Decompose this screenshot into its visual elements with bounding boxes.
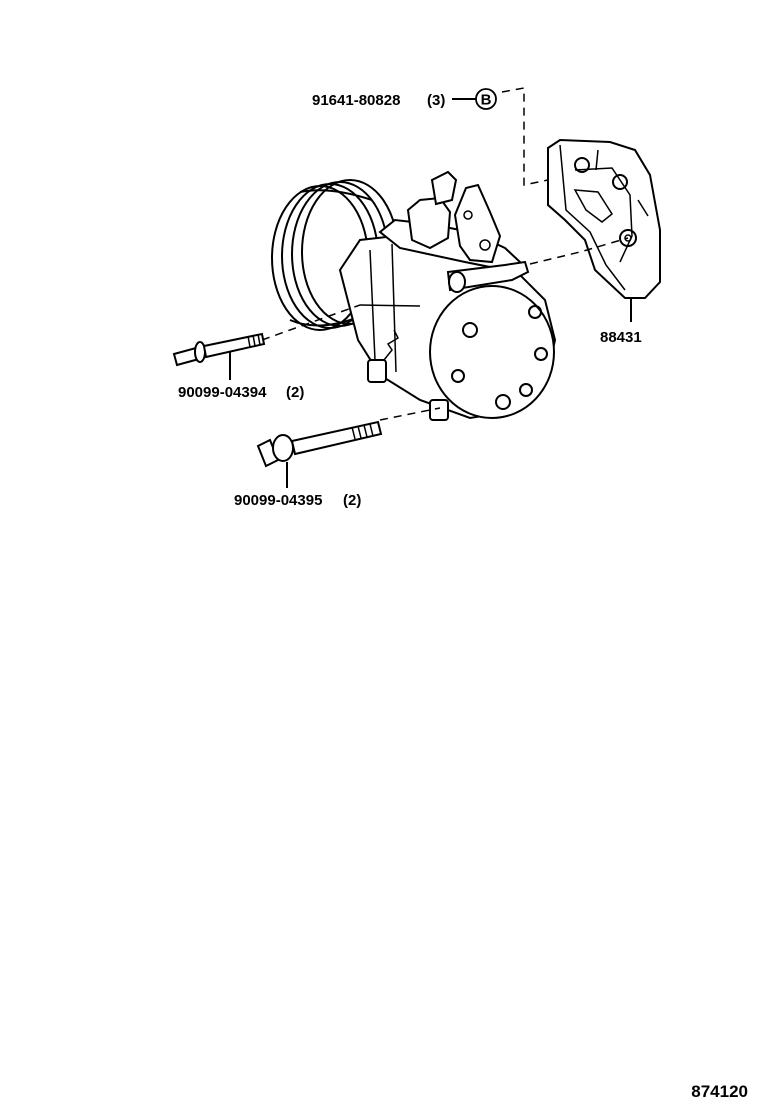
callout-bolt-short-qty: (2) xyxy=(286,384,304,401)
svg-text:B: B xyxy=(481,92,492,109)
callout-bolt-long-qty: (2) xyxy=(343,492,361,509)
diagram-number: 874120 xyxy=(691,1082,748,1101)
callout-bolt-short-part-no: 90099-04394 xyxy=(178,384,267,401)
callout-bracket-part-no: 88431 xyxy=(600,329,642,346)
bolt-long[interactable] xyxy=(256,420,383,468)
assembly-guide-lines xyxy=(261,87,629,421)
ac-compressor[interactable] xyxy=(271,170,557,421)
callout-bolt-b-part-no: 91641-80828 xyxy=(312,92,400,109)
reference-mark-b: B xyxy=(475,88,497,110)
callout-bolt-b-qty: (3) xyxy=(427,92,445,109)
callout-bolt-long-part-no: 90099-04395 xyxy=(234,492,322,509)
compressor-bracket[interactable] xyxy=(547,138,661,299)
bolt-short[interactable] xyxy=(172,332,266,367)
leader-lines xyxy=(229,98,632,488)
